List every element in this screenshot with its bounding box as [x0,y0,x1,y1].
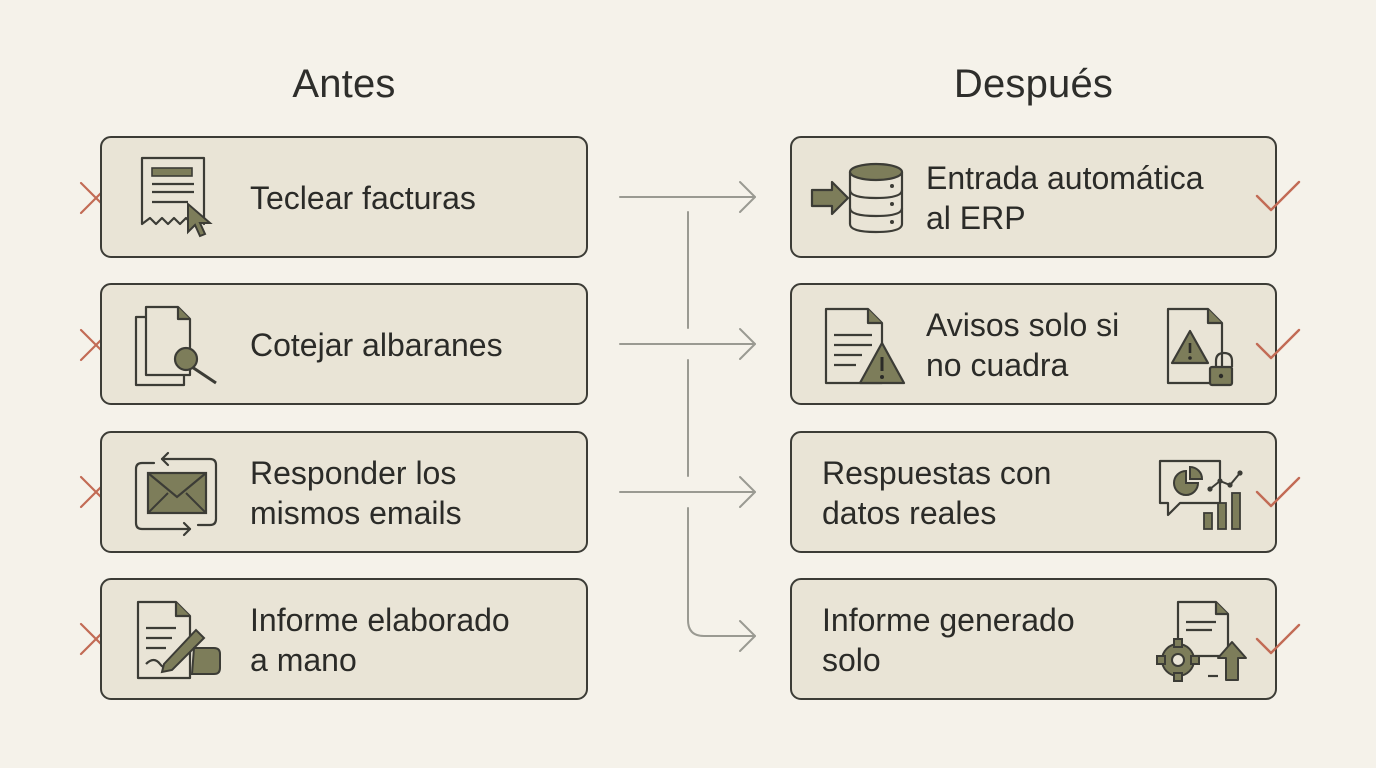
arrow-4-head [739,620,756,652]
before-heading: Antes [292,62,396,106]
before-label-4a: Informe elaborado [250,602,510,638]
check-icon [1254,621,1302,657]
before-card-delivery-notes: Cotejar albaranes [100,283,588,405]
before-card-invoices: Teclear facturas [100,136,588,258]
email-cycle-icon [132,449,222,539]
handwritten-report-icon [134,598,224,682]
before-card-manual-report: Informe elaborado a mano [100,578,588,700]
before-label-3b: mismos emails [250,495,462,531]
after-label-2a: Avisos solo si [926,307,1120,343]
document-search-icon [132,303,222,389]
after-card-replies: Respuestas con datos reales [790,431,1277,553]
after-label-4b: solo [822,642,881,678]
after-label-2b: no cuadra [926,347,1069,383]
locked-warning-icon [1164,305,1236,389]
after-label-3a: Respuestas con [822,455,1052,491]
check-icon [1254,178,1302,214]
database-import-icon [810,160,906,236]
after-heading: Después [953,62,1114,106]
after-label-1a: Entrada automática [926,160,1204,196]
before-label-3a: Responder los [250,455,457,491]
before-label-1: Teclear facturas [250,180,476,216]
after-label-1b: al ERP [926,200,1026,236]
after-label-4a: Informe generado [822,602,1075,638]
check-icon [1254,326,1302,362]
before-label-2: Cotejar albaranes [250,327,503,363]
arrow-1-head [739,181,756,213]
after-card-alerts: Avisos solo si no cuadra [790,283,1277,405]
after-card-erp: Entrada automática al ERP [790,136,1277,258]
report-gear-upload-icon [1156,598,1248,684]
after-label-3b: datos reales [822,495,997,531]
after-card-auto-report: Informe generado solo [790,578,1277,700]
arrow-3-head [739,476,756,508]
before-card-emails: Responder los mismos emails [100,431,588,553]
check-icon [1254,474,1302,510]
invoice-typing-icon [138,154,218,240]
chat-analytics-icon [1156,457,1248,533]
arrow-2-head [739,328,756,360]
vertical-connector-3 [687,507,756,637]
before-label-4b: a mano [250,642,357,678]
document-warning-icon [822,305,908,389]
